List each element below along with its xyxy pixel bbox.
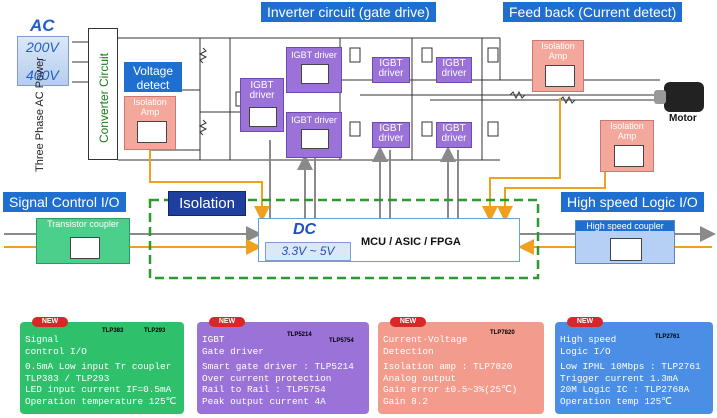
- part-tlp5214: TLP5214: [287, 332, 312, 338]
- transistor-coupler-label: Transistor coupler: [47, 219, 119, 229]
- dc-voltage: 3.3V ~ 5V: [265, 242, 351, 261]
- high-speed-coupler: High speed coupler: [575, 220, 675, 264]
- panel-spec-line: Trigger current 1.3mA: [560, 372, 679, 384]
- igbt-driver-bottom-1: IGBT driver: [286, 112, 342, 158]
- isolation-amp-left: Isolation Amp: [124, 96, 176, 150]
- part-tlp5754: TLP5754: [329, 338, 354, 344]
- motor-label: Motor: [669, 113, 697, 124]
- mcu-label: MCU / ASIC / FPGA: [361, 236, 461, 248]
- isolation-amp-bottom-right: Isolation Amp: [600, 120, 654, 172]
- igbt-driver-top-2: IGBT driver: [372, 57, 410, 83]
- resistors: [198, 47, 576, 136]
- part-tlp7820: TLP7820: [490, 330, 515, 336]
- chip-icon: [614, 145, 644, 167]
- chip-icon: [249, 107, 277, 127]
- panel-title-line: Current·Voltage: [383, 334, 468, 345]
- ac-title: AC: [30, 16, 55, 35]
- panel-title-line: Logic I/O: [560, 345, 611, 357]
- igbt-driver-top-1: IGBT driver: [286, 47, 342, 93]
- converter-label: Converter Circuit: [97, 53, 111, 144]
- dc-title: DC: [293, 221, 317, 238]
- panel-spec-line: Isolation amp : TLP7820: [383, 361, 513, 373]
- new-badge: NEW: [567, 317, 603, 327]
- panel-spec-line: Operation temp 125℃: [560, 395, 672, 407]
- panel-current-voltage: NEW TLP7820 Current·Voltage Detection Is…: [378, 317, 544, 414]
- chip-icon: [301, 64, 329, 84]
- panel-spec-line: Gain error ±0.5~3%(25℃): [383, 384, 518, 396]
- panel-spec-line: Gain 8.2: [383, 395, 429, 407]
- panel-spec-line: Peak output current 4A: [202, 395, 326, 407]
- voltage-detect-label: Voltage detect: [124, 62, 182, 92]
- panel-spec-line: Analog output: [383, 372, 457, 384]
- new-badge: NEW: [390, 317, 426, 327]
- panel-spec-line: Low IPHL 10Mbps : TLP2761: [560, 361, 701, 373]
- panel-title-line: High speed: [560, 334, 617, 345]
- igbt-driver-bottom-2: IGBT driver: [372, 122, 410, 148]
- ac-voltage-box: 200V ~ 400V: [17, 36, 69, 86]
- panel-spec-line: 0.5mA Low input Tr coupler: [25, 361, 172, 373]
- igbt-driver-top-3: IGBT driver: [436, 57, 472, 83]
- panel-spec-line: LED input current IF=0.5mA: [25, 384, 172, 396]
- high-speed-coupler-label: High speed coupler: [576, 221, 674, 231]
- hs-logic-header: High speed Logic I/O: [561, 192, 704, 212]
- igbt-driver-left-label: IGBT driver: [249, 80, 275, 101]
- igbt-driver-left: IGBT driver: [240, 78, 284, 132]
- chip-icon: [137, 121, 167, 143]
- isolation-amp-top-right-label: Isolation Amp: [541, 41, 575, 61]
- inverter-header: Inverter circuit (gate drive): [261, 2, 436, 22]
- converter-circuit: Converter Circuit: [88, 28, 118, 160]
- signal-io-header: Signal Control I/O: [3, 192, 126, 212]
- motor-icon: [654, 82, 704, 112]
- chip-icon: [70, 237, 100, 259]
- panel-igbt-gate-driver: NEW TLP5214 TLP5754 IGBT Gate driver Sma…: [197, 317, 369, 414]
- panel-title-line: Signal: [25, 334, 59, 345]
- igbt-driver-bottom-3: IGBT driver: [436, 122, 472, 148]
- ac-voltage-max: 400V: [26, 67, 59, 83]
- part-tlp293: TLP293: [144, 328, 166, 334]
- isolation-amp-top-right: Isolation Amp: [532, 40, 584, 92]
- isolation-amp-left-label: Isolation Amp: [133, 97, 167, 117]
- panel-title-line: Gate driver: [202, 345, 264, 357]
- new-badge: NEW: [209, 317, 245, 327]
- panel-title-line: Detection: [383, 345, 434, 357]
- panel-spec-line: Over current protection: [202, 372, 332, 384]
- isolation-amp-bottom-right-label: Isolation Amp: [610, 121, 644, 141]
- panel-signal-control: NEW TLP383 TLP293 Signal control I/O 0.5…: [20, 317, 184, 414]
- panel-spec-line: TLP383 / TLP293: [25, 372, 110, 384]
- chip-icon: [610, 238, 642, 261]
- three-phase-label: Three Phase AC Power: [34, 57, 46, 172]
- panel-title-line: control I/O: [25, 345, 87, 357]
- part-tlp383: TLP383: [102, 328, 124, 334]
- panel-title-line: IGBT: [202, 334, 225, 345]
- feedback-header: Feed back (Current detect): [503, 2, 683, 22]
- new-badge: NEW: [32, 317, 68, 327]
- igbt-driver-bottom-1-label: IGBT driver: [291, 115, 337, 125]
- transistor-coupler: Transistor coupler: [36, 218, 130, 264]
- panel-spec-line: Rail to Rail : TLP5754: [202, 384, 326, 396]
- ac-input-lines: [72, 41, 88, 83]
- panel-spec-line: Smart gate driver : TLP5214: [202, 361, 354, 373]
- igbt-driver-top-1-label: IGBT driver: [291, 50, 337, 60]
- ac-voltage-min: 200V: [26, 39, 59, 55]
- panel-spec-line: Operation temperature 125℃: [25, 395, 177, 407]
- part-tlp2761: TLP2761: [655, 334, 680, 340]
- ac-tilde: ~: [38, 52, 47, 68]
- panel-spec-line: 20M Logic IC : TLP2768A: [560, 384, 690, 396]
- isolation-boundary: [148, 198, 540, 280]
- chip-icon: [301, 129, 329, 149]
- dc-controller-box: DC 3.3V ~ 5V MCU / ASIC / FPGA: [258, 218, 520, 262]
- panel-high-speed-logic: NEW TLP2761 High speed Logic I/O Low IPH…: [555, 317, 713, 414]
- isolation-label: Isolation: [168, 191, 246, 216]
- chip-icon: [545, 65, 575, 87]
